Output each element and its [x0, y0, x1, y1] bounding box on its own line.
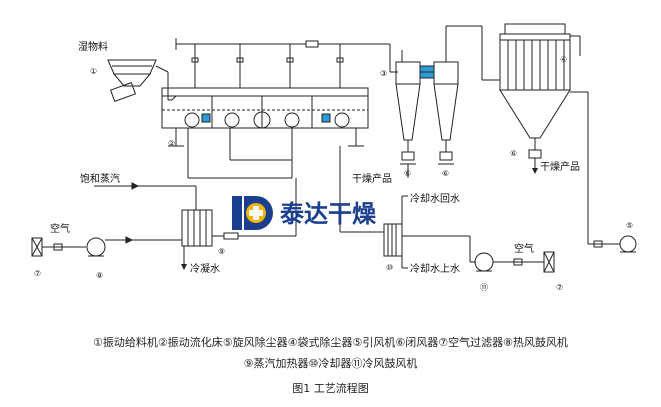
num-9: ⑨	[218, 247, 225, 256]
num-6c: ⑥	[510, 149, 517, 158]
num-7a: ⑦	[34, 269, 41, 278]
label-air-left: 空气	[50, 222, 70, 235]
exhaust-header	[175, 38, 398, 88]
label-cooling-return: 冷却水回水	[410, 192, 460, 205]
label-saturated-steam: 饱和蒸汽	[80, 172, 120, 185]
air-filter-right	[543, 251, 555, 273]
bag-filter	[499, 23, 581, 159]
label-dry-product-right: 干燥产品	[540, 160, 580, 173]
air-filter-left	[31, 237, 86, 257]
hot-air-blower	[86, 236, 182, 257]
vibrating-fluid-bed	[161, 87, 369, 147]
num-6b: ⑥	[442, 169, 449, 178]
legend-line-1: ①振动给料机②振动流化床⑤旋风除尘器④袋式除尘器⑤引风机⑥闭风器⑦空气过滤器⑧热…	[93, 336, 568, 349]
num-6a: ⑥	[404, 169, 411, 178]
figure-caption: 图1 工艺流程图	[292, 382, 369, 395]
hot-air-ducts	[187, 128, 293, 179]
label-condensate: 冷凝水	[190, 262, 220, 275]
num-10: ⑩	[386, 263, 393, 272]
condensate-arrow	[181, 264, 187, 270]
num-5: ⑤	[626, 221, 633, 230]
num-4: ④	[560, 55, 567, 64]
cooler	[339, 146, 470, 269]
taida-logo	[232, 196, 273, 230]
label-wet-material: 湿物料	[78, 40, 108, 53]
cyclone-separator-left	[395, 50, 421, 165]
legend-line-2: ⑨蒸汽加热器⑩冷却器⑪冷风鼓风机	[243, 357, 418, 370]
logo-text: 泰达干燥	[280, 200, 377, 228]
num-3: ③	[380, 69, 387, 78]
steam-heater	[181, 178, 297, 268]
process-flow-diagram: 湿物料 饱和蒸汽 干燥产品 干燥产品 冷却水回水 冷却水上水 冷凝水 空气 空气…	[31, 23, 637, 292]
label-cooling-supply: 冷却水上水	[410, 262, 460, 275]
induced-draft-fan	[570, 91, 637, 253]
cold-air-blower	[469, 236, 544, 272]
num-11: ⑪	[480, 283, 488, 292]
num-8: ⑧	[96, 271, 103, 280]
label-air-right: 空气	[514, 242, 534, 255]
num-2: ②	[168, 139, 175, 148]
cyclone-separator-right	[433, 25, 460, 165]
num-7b: ⑦	[556, 283, 563, 292]
num-1: ①	[90, 67, 97, 76]
label-dry-product-center: 干燥产品	[352, 172, 392, 185]
vibrating-feeder	[107, 59, 177, 103]
